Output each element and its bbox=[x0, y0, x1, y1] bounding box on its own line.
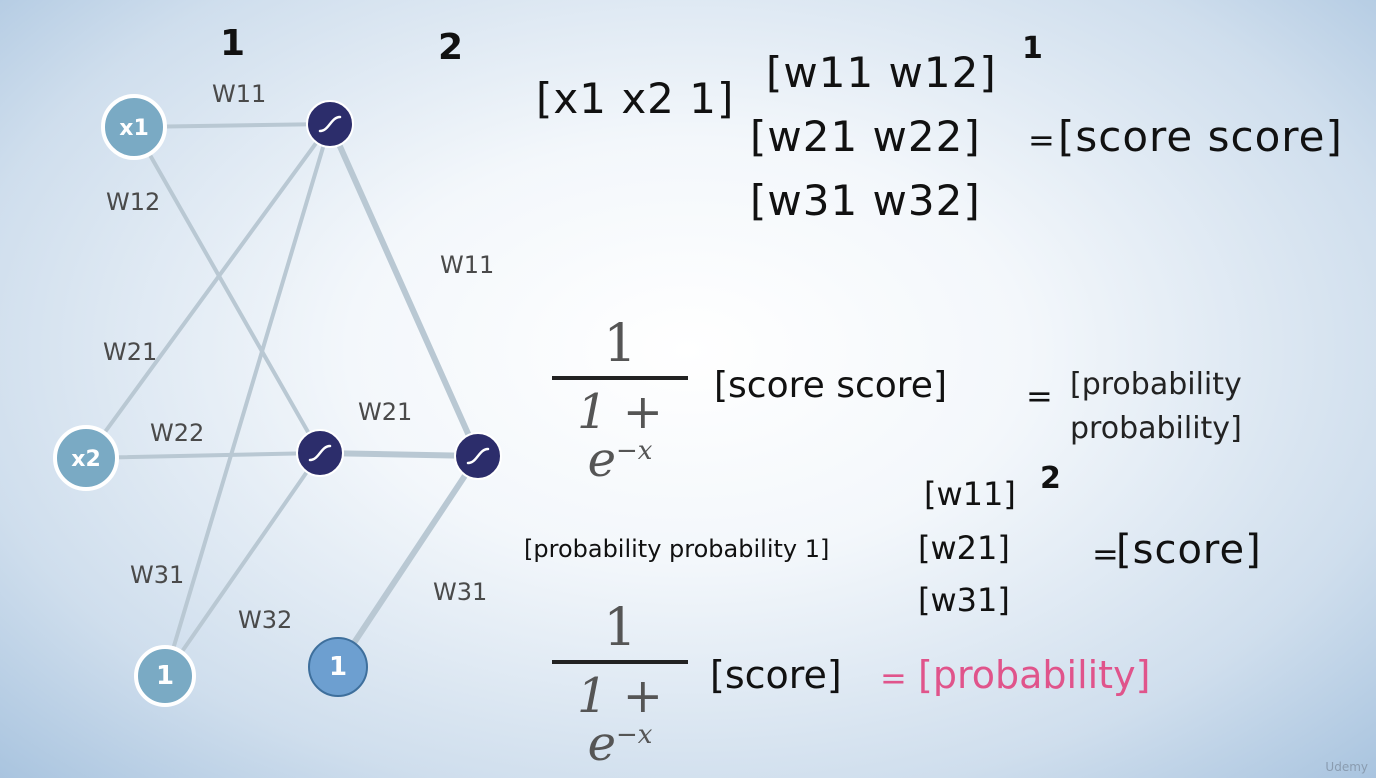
node-h2 bbox=[296, 429, 344, 477]
layer1-superscript: 1 bbox=[1022, 31, 1043, 66]
node-x2: x2 bbox=[53, 425, 119, 491]
node-circle bbox=[101, 94, 167, 160]
node-x1: x1 bbox=[101, 94, 167, 160]
sigmoid-icon bbox=[308, 444, 332, 462]
sigmoid2-equals: = bbox=[880, 659, 907, 697]
sigmoid2-input: [score] bbox=[710, 653, 842, 697]
sigmoid-denominator: 1 + e−x bbox=[576, 668, 663, 772]
layer1-weight-row-2: [w21 w22] bbox=[750, 112, 981, 161]
sigmoid-icon bbox=[466, 447, 490, 465]
node-label-b2: 1 bbox=[329, 652, 347, 682]
weight-label-w31: W31 bbox=[130, 561, 185, 589]
network-nodes: x1 x2 1 1 bbox=[53, 94, 502, 707]
layer2-result: [score] bbox=[1116, 527, 1262, 573]
node-circle bbox=[308, 637, 368, 697]
edge-x1-h2 bbox=[132, 125, 322, 455]
node-label-b1: 1 bbox=[156, 661, 174, 691]
node-circle bbox=[134, 645, 196, 707]
layer2-weight-row-1: [w11] bbox=[924, 475, 1016, 513]
edge-b1-h2 bbox=[163, 451, 322, 678]
layer1-weight-row-1: [w11 w12] bbox=[766, 48, 997, 97]
layer2-equals: = bbox=[1092, 535, 1119, 573]
sigmoid1-input: [score score] bbox=[714, 365, 947, 406]
watermark: Udemy bbox=[1325, 760, 1368, 774]
node-circle bbox=[53, 425, 119, 491]
sigmoid-formula-2: 1 1 + e−x bbox=[550, 602, 690, 768]
layer2-superscript: 2 bbox=[1040, 461, 1061, 496]
sigmoid1-result-line2: probability] bbox=[1070, 411, 1242, 446]
edge-x2-h1 bbox=[84, 122, 332, 460]
sigmoid1-result-line1: [probability bbox=[1070, 367, 1242, 402]
weight-label-w21: W21 bbox=[103, 338, 158, 366]
edge-h1-out bbox=[327, 121, 481, 459]
node-b1: 1 bbox=[134, 645, 196, 707]
weight-label-layer2-w21: W21 bbox=[358, 398, 413, 426]
sigmoid-formula-1: 1 1 + e−x bbox=[550, 318, 690, 484]
node-label-x2: x2 bbox=[71, 447, 101, 472]
layer-label-1: 1 bbox=[220, 23, 246, 64]
fraction-bar bbox=[552, 660, 688, 664]
weight-label-w12: W12 bbox=[106, 188, 161, 216]
layer1-weight-row-3: [w31 w32] bbox=[750, 176, 981, 225]
weight-label-layer2-w31: W31 bbox=[433, 578, 488, 606]
weight-label-w22: W22 bbox=[150, 419, 205, 447]
node-b2: 1 bbox=[308, 637, 368, 697]
layer1-result: [score score] bbox=[1058, 112, 1343, 161]
edge-b1-h1 bbox=[163, 122, 332, 678]
edge-h2-out bbox=[317, 450, 481, 459]
layer1-input-vector: [x1 x2 1] bbox=[536, 74, 735, 123]
sigmoid-icon bbox=[318, 115, 342, 133]
sigmoid1-equals: = bbox=[1026, 377, 1053, 415]
weight-label-w32: W32 bbox=[238, 606, 293, 634]
edge-b2-out bbox=[335, 453, 481, 670]
weight-label-w11: W11 bbox=[212, 80, 267, 108]
layer-label-2: 2 bbox=[438, 27, 464, 68]
node-label-x1: x1 bbox=[119, 116, 149, 141]
fraction-bar bbox=[552, 376, 688, 380]
sigmoid2-result: [probability] bbox=[918, 653, 1151, 697]
sigmoid-denominator: 1 + e−x bbox=[576, 384, 663, 488]
node-out bbox=[454, 432, 502, 480]
layer2-weight-row-3: [w31] bbox=[918, 581, 1010, 619]
layer2-weight-row-2: [w21] bbox=[918, 529, 1010, 567]
edge-x2-h2 bbox=[84, 451, 322, 460]
layer1-equals: = bbox=[1028, 121, 1055, 159]
weight-label-layer2-w11: W11 bbox=[440, 251, 495, 279]
sigmoid-numerator: 1 bbox=[603, 314, 637, 374]
network-edges bbox=[84, 121, 481, 678]
layer2-input-vector: [probability probability 1] bbox=[524, 535, 830, 563]
sigmoid-numerator: 1 bbox=[603, 598, 637, 658]
node-h1 bbox=[306, 100, 354, 148]
